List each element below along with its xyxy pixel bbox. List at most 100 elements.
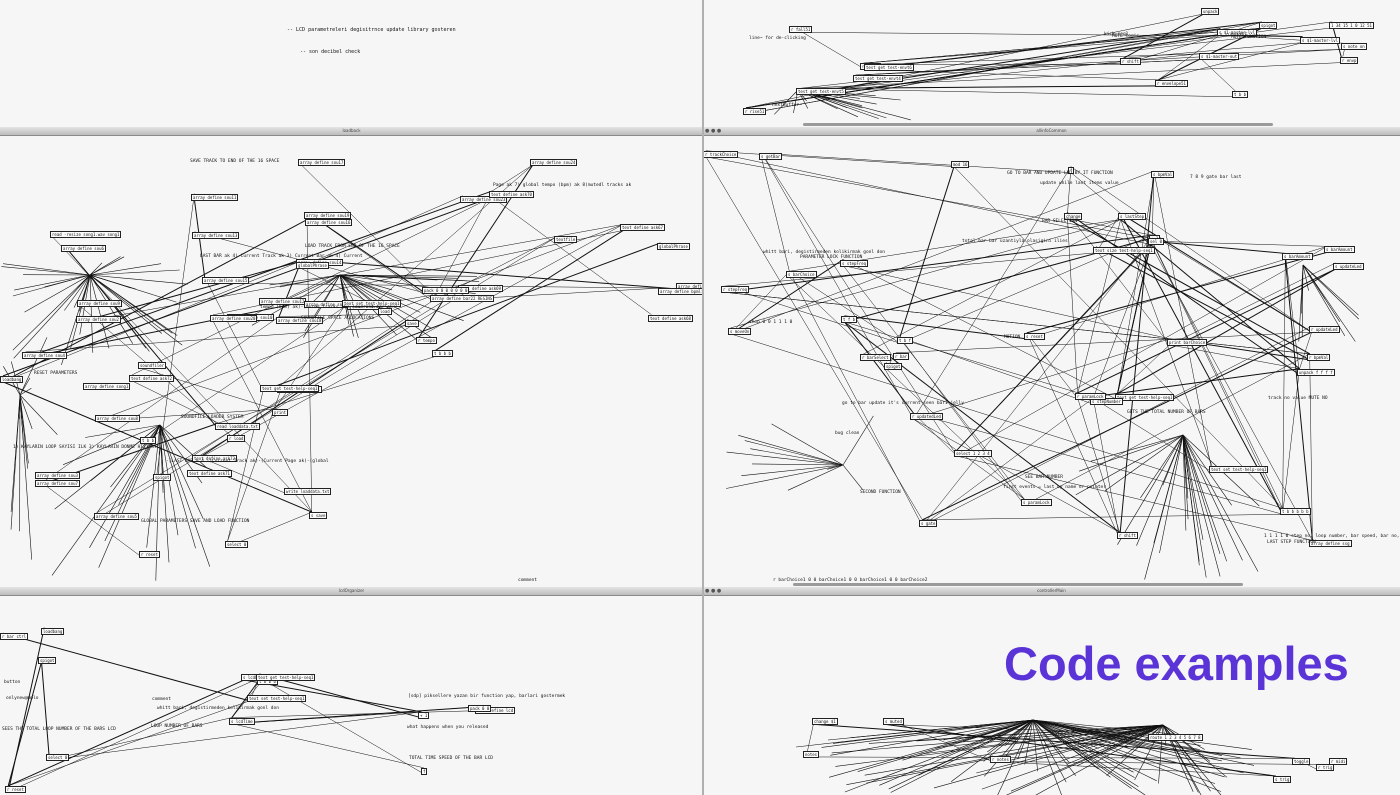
patch-object[interactable]: r reset [139,551,160,558]
patch-cord[interactable] [1150,244,1313,541]
patch-cord[interactable] [1201,59,1236,91]
patch-cord[interactable] [895,331,1312,354]
patch-cord[interactable] [49,717,232,761]
patch-cord[interactable] [913,418,1120,533]
patch-object[interactable]: s lastStep [1118,213,1147,220]
patch-object[interactable]: r envp [1340,57,1359,64]
patch-cord[interactable] [1162,724,1228,778]
patch-cord[interactable] [339,274,379,294]
patch-cord[interactable] [1152,240,1328,247]
patch-object[interactable]: text define ask72 [192,455,237,462]
patch-cord[interactable] [97,224,624,421]
patch-cord[interactable] [49,711,422,761]
patch-cord[interactable] [922,325,1312,527]
patch-object[interactable]: array define sou4 [22,352,67,359]
patch-cord[interactable] [1092,398,1120,539]
patch-cord[interactable] [730,170,1154,335]
patch-cord[interactable] [705,156,923,520]
patch-cord[interactable] [922,238,1151,527]
patch-object[interactable]: test get test-envt4 [853,75,903,82]
patch-cord[interactable] [1032,719,1139,788]
patch-cord[interactable] [1182,434,1221,554]
patch-cord[interactable] [231,706,479,724]
patch-cord[interactable] [730,259,844,335]
patch-cord[interactable] [89,274,173,334]
patch-object[interactable]: array define bpmlist 1 bar40 [658,288,703,295]
patch-cord[interactable] [1104,434,1184,492]
patch-cord[interactable] [1077,398,1120,533]
patch-object[interactable]: array define sou8 [95,415,140,422]
patch-cord[interactable] [726,464,844,489]
patch-cord[interactable] [798,53,1202,95]
patch-cord[interactable] [1032,719,1129,749]
patch-cord[interactable] [231,723,424,769]
patch-object[interactable]: change $1 [812,718,838,725]
patch-object[interactable]: array define sou6 [61,245,106,252]
patch-cord[interactable] [1120,213,1284,515]
patch-object[interactable]: array define sou2 [76,316,121,323]
patch-cord[interactable] [1090,434,1184,462]
patch-cord[interactable] [899,337,1025,506]
window-buttons[interactable]: ● ● ● [705,588,722,594]
patch-object[interactable]: unpack f f f f [1297,369,1335,376]
patch-cord[interactable] [1169,344,1300,369]
patch-cord[interactable] [1182,434,1207,578]
patch-object[interactable]: array define sou9 [77,300,122,307]
patch-object[interactable]: array define bar22 RESINS [430,295,495,302]
patch-cord[interactable] [1066,218,1310,355]
patch-cord[interactable] [956,246,1328,457]
patch-object[interactable]: pack 0 0 [468,705,492,712]
patch-cord[interactable] [51,424,161,576]
patch-object[interactable]: s paramLock [1021,499,1052,506]
patch-cord[interactable] [299,195,464,268]
patch-object[interactable]: r tempo [416,337,437,344]
patch-object[interactable]: s barChoice [786,271,817,278]
patch-object[interactable]: spigot [884,363,903,370]
patch-cord[interactable] [806,756,1296,759]
patch-cord[interactable] [146,424,161,548]
patch-cord[interactable] [1032,719,1077,776]
patch-cord[interactable] [1003,724,1164,762]
patch-cord[interactable] [1282,253,1286,515]
patch-object[interactable]: s lcdTime [229,718,255,725]
patch-object[interactable]: r shift [1120,58,1141,65]
patch-cord[interactable] [724,252,1097,287]
patch-cord[interactable] [140,367,275,410]
patch-cord[interactable] [227,391,281,541]
patch-cord[interactable] [25,325,409,353]
patch-object[interactable]: array define sou20 [210,315,258,322]
patch-cord[interactable] [885,724,1152,735]
patch-cord[interactable] [89,274,183,346]
patch-cord[interactable] [3,263,91,276]
patch-cord[interactable] [798,62,1343,89]
patch-cord[interactable] [1032,719,1244,774]
patch-cord[interactable] [8,677,260,793]
patch-cord[interactable] [339,274,477,277]
patch-cord[interactable] [844,321,1078,394]
patch-object[interactable]: s reset [1024,333,1045,340]
patch-cord[interactable] [1066,212,1079,399]
patch-cord[interactable] [1077,268,1336,394]
patch-cord[interactable] [244,679,422,713]
patch-cord[interactable] [920,724,1164,755]
patch-cord[interactable] [1032,719,1070,763]
patch-cord[interactable] [98,424,161,568]
patch-cord[interactable] [953,166,1283,509]
patch-cord[interactable] [79,305,231,436]
patch-cord[interactable] [1117,268,1336,395]
patch-cord[interactable] [798,85,1159,89]
patch-object[interactable]: text get test-help-seq1 [1115,394,1175,401]
patch-cord[interactable] [306,212,433,302]
patch-cord[interactable] [774,89,799,115]
patch-cord[interactable] [1342,49,1345,57]
patch-cord[interactable] [12,274,91,297]
patch-cord[interactable] [1123,42,1303,59]
patch-cord[interactable] [855,59,1202,76]
patch-cord[interactable] [1182,434,1243,561]
patch-cord[interactable] [110,424,161,488]
patch-object[interactable]: r load [227,435,246,442]
patch-cord[interactable] [339,274,364,321]
patch-cord[interactable] [899,166,955,338]
patch-cord[interactable] [1032,719,1135,778]
